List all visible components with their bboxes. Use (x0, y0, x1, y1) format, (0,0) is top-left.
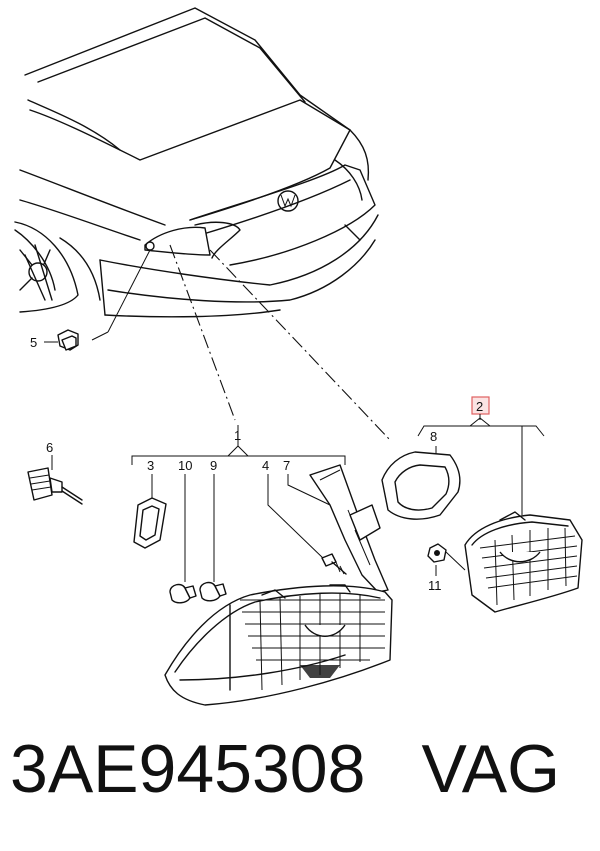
part-number: 3AE945308 (10, 731, 366, 807)
callout-11: 11 (428, 578, 442, 593)
part-11-nut: 11 (427, 543, 466, 593)
part-6-bulb-holder: 6 (27, 440, 83, 505)
callout-3: 3 (147, 458, 154, 473)
brand-name: VAG (421, 731, 561, 807)
callout-10: 10 (178, 458, 192, 473)
part-9-bulb: 9 (199, 458, 227, 602)
callout-5: 5 (30, 335, 37, 350)
leader-lines (91, 244, 391, 441)
callout-4: 4 (262, 458, 269, 473)
callout-9: 9 (210, 458, 217, 473)
part-4-screw: 4 (262, 458, 347, 575)
callout-2: 2 (476, 399, 483, 414)
part-3-gasket: 3 (133, 458, 167, 549)
bracket-2: 2 (417, 396, 545, 437)
part-8-gasket: 8 (381, 429, 461, 520)
part-7-cover: 7 (283, 458, 389, 593)
part-5-clip: 5 (30, 329, 79, 351)
inner-tail-light (464, 426, 583, 613)
callout-7: 7 (283, 458, 290, 473)
part-10-bulb: 10 (169, 458, 197, 604)
part-number-caption: 3AE945308 VAG (10, 730, 560, 808)
bracket-1: 1 (131, 425, 346, 465)
callout-8: 8 (430, 429, 437, 444)
car-rear-body (14, 7, 379, 318)
callout-6: 6 (46, 440, 53, 455)
outer-tail-light (164, 584, 393, 706)
callout-1: 1 (234, 428, 241, 443)
